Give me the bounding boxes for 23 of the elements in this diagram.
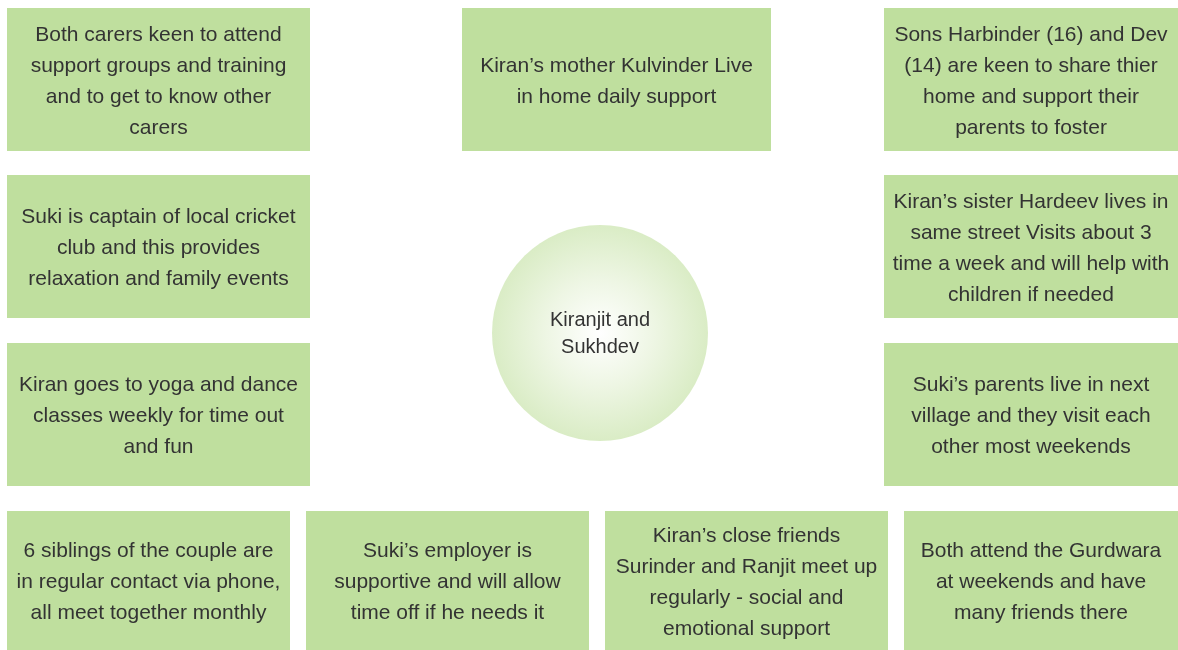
info-box xyxy=(884,8,1178,151)
box-text: Both carers keen to attend support groups and training and to get to know other carers xyxy=(29,20,288,140)
box-text: 6 siblings of the couple are in regular contact via phone, all meet together monthly xyxy=(15,537,282,625)
box-text: Kiran’s sister Hardeev lives in same street Visits about 3 time a week and will help with children if needed xyxy=(892,187,1170,307)
info-box xyxy=(7,175,310,318)
box-text: Suki’s employer is supportive and will allow time off if he needs it xyxy=(333,537,562,625)
box-text: Kiran goes to yoga and dance classes weekly for time out and fun xyxy=(17,371,299,459)
info-box xyxy=(7,343,310,486)
info-box xyxy=(7,8,310,151)
info-box xyxy=(904,511,1178,650)
box-text: Kiran’s close friends Surinder and Ranjit meet up regularly - social and emotional support xyxy=(614,521,879,641)
box-text: Kiran’s mother Kulvinder Live in home daily support xyxy=(479,51,754,109)
info-box xyxy=(605,511,888,650)
info-box xyxy=(884,175,1178,318)
box-text: Sons Harbinder (16) and Dev (14) are keen to share thier home and support their parents to foster xyxy=(893,20,1169,140)
info-box xyxy=(884,343,1178,486)
info-box xyxy=(7,511,290,650)
info-box xyxy=(462,8,771,151)
box-text: Suki is captain of local cricket club and this provides relaxation and family events xyxy=(20,203,297,291)
box-text: Both attend the Gurdwara at weekends and have many friends there xyxy=(919,537,1163,625)
info-box xyxy=(306,511,589,650)
box-text: Suki’s parents live in next village and they visit each other most weekends xyxy=(910,371,1152,459)
center-label: Kiranjit and Sukhdev xyxy=(548,307,652,359)
